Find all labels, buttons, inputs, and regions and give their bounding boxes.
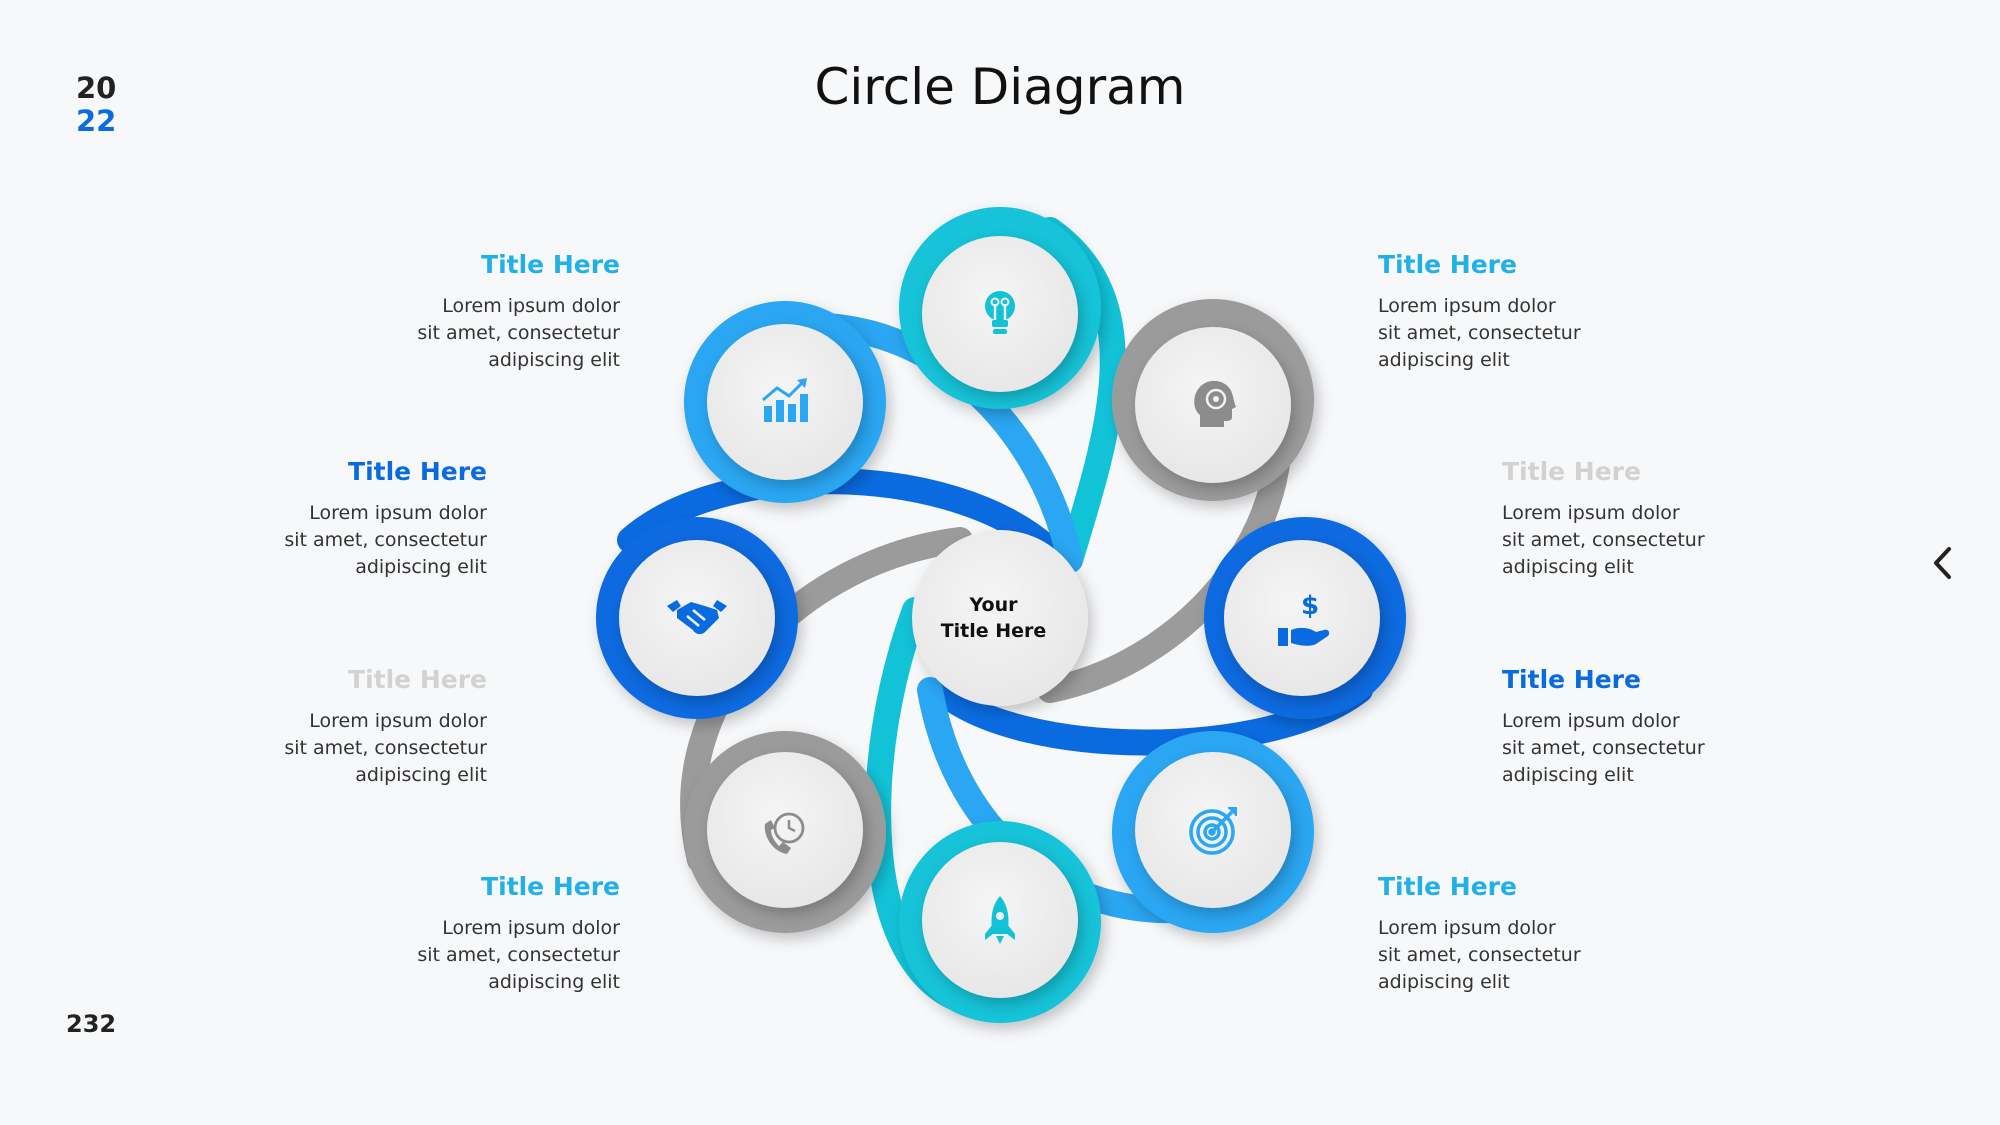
phone-clock-icon bbox=[764, 812, 805, 854]
item-text-line: Lorem ipsum dolor bbox=[1378, 295, 1556, 317]
item-text-line: sit amet, consectetur bbox=[284, 529, 487, 551]
item-bottom-left: Title Here Lorem ipsum dolor sit amet, c… bbox=[280, 872, 620, 996]
item-title: Title Here bbox=[481, 872, 620, 901]
item-title: Title Here bbox=[348, 665, 487, 694]
item-text-line: Lorem ipsum dolor bbox=[1502, 710, 1680, 732]
svg-text:$: $ bbox=[1301, 591, 1319, 621]
item-text-line: sit amet, consectetur bbox=[1378, 944, 1581, 966]
item-text-line: adipiscing elit bbox=[1502, 764, 1634, 786]
head-gear-icon bbox=[1194, 380, 1236, 427]
item-title: Title Here bbox=[348, 457, 487, 486]
center-title-line1: Your bbox=[969, 594, 1018, 616]
year-top: 20 bbox=[76, 71, 117, 105]
item-title: Title Here bbox=[1502, 665, 1641, 694]
item-mid-upper-right: Title Here Lorem ipsum dolor sit amet, c… bbox=[1502, 457, 1842, 581]
center-title: Your Title Here bbox=[921, 592, 1066, 644]
item-text-line: sit amet, consectetur bbox=[284, 737, 487, 759]
growth-chart-icon bbox=[762, 378, 808, 422]
item-text-line: Lorem ipsum dolor bbox=[309, 710, 487, 732]
item-text-line: adipiscing elit bbox=[355, 764, 487, 786]
hand-dollar-icon: $ bbox=[1278, 591, 1330, 646]
year-bottom: 22 bbox=[76, 104, 117, 138]
node-top-left bbox=[684, 301, 886, 503]
node-bottom-left bbox=[684, 731, 886, 933]
center-disc bbox=[912, 530, 1088, 706]
item-text-line: adipiscing elit bbox=[1502, 556, 1634, 578]
item-text-line: sit amet, consectetur bbox=[1502, 529, 1705, 551]
page-title: Circle Diagram bbox=[814, 58, 1186, 116]
item-text-line: adipiscing elit bbox=[1378, 971, 1510, 993]
chevron-left-icon bbox=[1934, 547, 1951, 579]
item-text-line: Lorem ipsum dolor bbox=[442, 917, 620, 939]
item-mid-upper-left: Title Here Lorem ipsum dolor sit amet, c… bbox=[147, 457, 487, 581]
item-bottom-right: Title Here Lorem ipsum dolor sit amet, c… bbox=[1378, 872, 1718, 996]
item-text-line: sit amet, consectetur bbox=[417, 322, 620, 344]
item-text-line: sit amet, consectetur bbox=[417, 944, 620, 966]
item-mid-lower-left: Title Here Lorem ipsum dolor sit amet, c… bbox=[147, 665, 487, 789]
item-text-line: Lorem ipsum dolor bbox=[1502, 502, 1680, 524]
node-right bbox=[1204, 517, 1406, 719]
item-text-line: Lorem ipsum dolor bbox=[442, 295, 620, 317]
item-text-line: Lorem ipsum dolor bbox=[309, 502, 487, 524]
item-text-line: sit amet, consectetur bbox=[1378, 322, 1581, 344]
item-text-line: Lorem ipsum dolor bbox=[1378, 917, 1556, 939]
item-title: Title Here bbox=[481, 250, 620, 279]
item-top-right: Title Here Lorem ipsum dolor sit amet, c… bbox=[1378, 250, 1718, 374]
item-mid-lower-right: Title Here Lorem ipsum dolor sit amet, c… bbox=[1502, 665, 1842, 789]
handshake-icon bbox=[667, 600, 727, 635]
page-number: 232 bbox=[66, 1010, 117, 1038]
item-title: Title Here bbox=[1502, 457, 1641, 486]
rocket-icon bbox=[985, 896, 1015, 944]
item-text-line: adipiscing elit bbox=[488, 349, 620, 371]
year-badge: 20 22 bbox=[76, 72, 116, 138]
item-title: Title Here bbox=[1378, 872, 1517, 901]
item-text-line: adipiscing elit bbox=[1378, 349, 1510, 371]
item-text-line: adipiscing elit bbox=[355, 556, 487, 578]
item-text-line: sit amet, consectetur bbox=[1502, 737, 1705, 759]
previous-slide-button[interactable] bbox=[1922, 540, 1962, 586]
item-title: Title Here bbox=[1378, 250, 1517, 279]
center-title-line2: Title Here bbox=[940, 620, 1047, 642]
target-icon bbox=[1189, 807, 1237, 855]
item-text-line: adipiscing elit bbox=[488, 971, 620, 993]
item-top-left: Title Here Lorem ipsum dolor sit amet, c… bbox=[280, 250, 620, 374]
lightbulb-icon bbox=[985, 291, 1015, 334]
